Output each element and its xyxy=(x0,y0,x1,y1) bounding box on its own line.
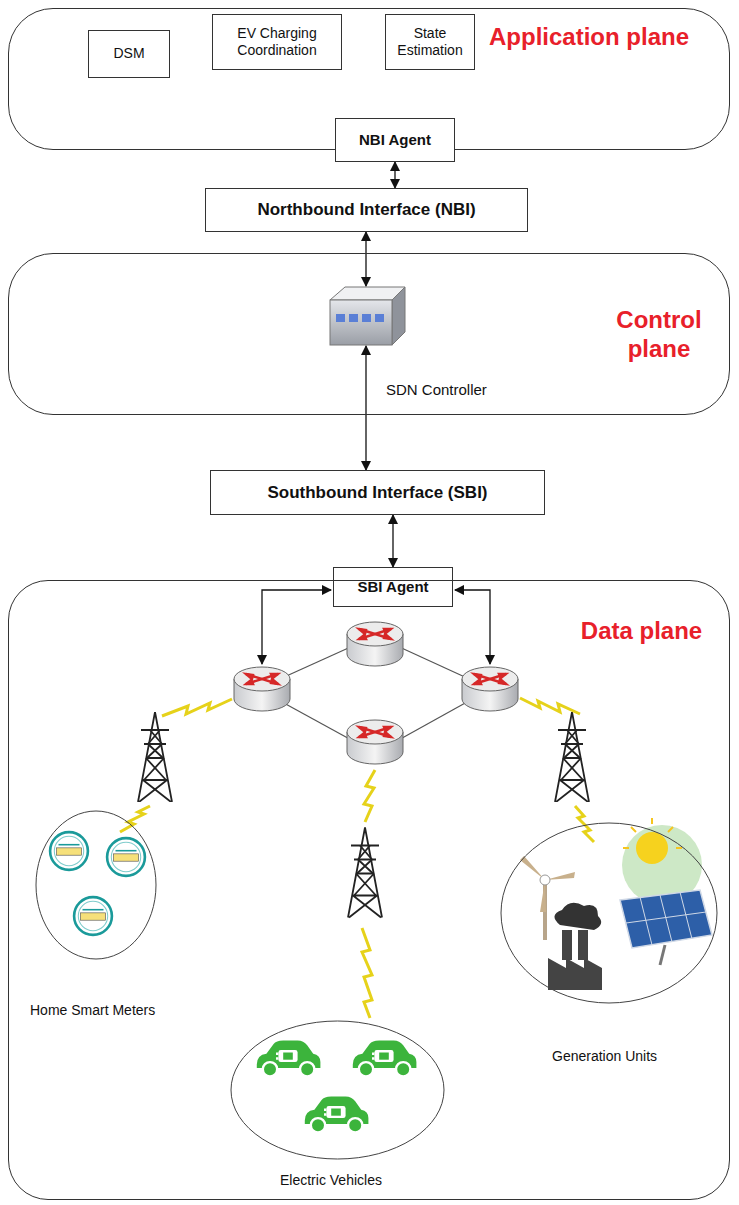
ellipse-outline xyxy=(230,1020,445,1160)
smart-meters xyxy=(50,832,145,935)
drawing-part xyxy=(676,847,682,849)
plane-title: Application plane xyxy=(489,23,689,52)
generation-units xyxy=(520,818,712,990)
drawing-part xyxy=(626,892,706,945)
drawing-part xyxy=(548,958,602,990)
drawing-part xyxy=(520,698,580,714)
drawing-part xyxy=(395,645,467,678)
plane-title: Data plane xyxy=(554,617,729,646)
ellipse-outline xyxy=(500,822,718,1004)
drawing-part xyxy=(364,770,375,822)
drawing-part xyxy=(348,828,382,918)
node-label: Generation Units xyxy=(552,1048,657,1064)
drawing-part xyxy=(262,590,331,664)
drawing-part xyxy=(660,945,665,965)
electric-vehicles xyxy=(257,1041,417,1133)
drawing-part xyxy=(74,897,112,935)
routers xyxy=(234,622,518,764)
device-group: Generation Units xyxy=(500,822,718,1004)
drawing-part xyxy=(347,720,403,764)
drawing-part xyxy=(282,645,355,678)
app-box: DSM xyxy=(88,30,170,78)
drawing-part xyxy=(578,930,588,960)
node-label: EV Charging Coordination xyxy=(219,25,335,60)
node-label: SDN Controller xyxy=(386,381,487,398)
drawing-part xyxy=(349,314,358,322)
app-box: EV Charging Coordination xyxy=(212,14,342,70)
node-label: DSM xyxy=(113,45,144,63)
drawing-part xyxy=(162,699,232,716)
agent-box: NBI Agent xyxy=(335,118,455,162)
drawing-part xyxy=(375,314,384,322)
interface-box: Northbound Interface (NBI) xyxy=(205,188,528,232)
drawing-part xyxy=(455,590,490,664)
drawing-part xyxy=(257,1041,321,1077)
node-label: Southbound Interface (SBI) xyxy=(267,482,487,503)
ellipse-outline xyxy=(35,810,157,960)
server-icon xyxy=(330,287,405,345)
node-label: State Estimation xyxy=(392,25,468,60)
agent-box: SBI Agent xyxy=(333,567,453,607)
drawing-part xyxy=(347,622,403,666)
node-label: Home Smart Meters xyxy=(30,1002,155,1018)
drawing-part xyxy=(651,818,653,824)
ellipse-shape xyxy=(36,811,156,959)
device-group: Home Smart Meters xyxy=(35,810,157,960)
drawing-part xyxy=(620,890,712,948)
drawing-part xyxy=(305,1097,369,1133)
drawing-part xyxy=(107,838,145,876)
drawing-part xyxy=(395,702,467,742)
drawing-part xyxy=(668,827,673,832)
interface-box: Southbound Interface (SBI) xyxy=(210,470,545,515)
plane-band: Control planeSDN Controller xyxy=(8,253,730,415)
drawing-part xyxy=(623,818,682,848)
connector-arrow xyxy=(394,162,395,188)
plane-title: Control plane xyxy=(599,306,719,364)
drawing-part xyxy=(362,314,371,322)
plane-band: Data planeHome Smart MetersElectric Vehi… xyxy=(8,580,730,1200)
drawing-part xyxy=(336,314,345,322)
connector-arrow xyxy=(392,515,393,567)
drawing-part xyxy=(392,287,405,345)
ellipse-shape xyxy=(231,1021,444,1159)
drawing-part xyxy=(562,930,572,960)
drawing-part xyxy=(626,912,706,923)
app-box: State Estimation xyxy=(385,14,475,70)
sdn-controller: SDN Controller xyxy=(330,286,402,346)
node-label: Northbound Interface (NBI) xyxy=(257,199,475,220)
node-label: Electric Vehicles xyxy=(280,1172,382,1188)
ellipse-shape xyxy=(501,823,717,1003)
connector-arrow xyxy=(365,232,366,286)
node-label: NBI Agent xyxy=(359,131,431,150)
connector-arrow xyxy=(365,346,366,470)
node-label: SBI Agent xyxy=(357,578,428,597)
drawing-part xyxy=(362,928,372,1018)
drawing-part xyxy=(50,832,88,870)
drawing-part xyxy=(282,702,355,742)
drawing-part xyxy=(138,712,172,802)
drawing-part xyxy=(234,667,290,711)
drawing-part xyxy=(353,1041,417,1077)
drawing-part xyxy=(636,832,668,864)
drawing-part xyxy=(623,847,629,849)
drawing-part xyxy=(555,712,589,802)
towers xyxy=(138,712,589,918)
device-group: Electric Vehicles xyxy=(230,1020,445,1160)
drawing-part xyxy=(554,903,601,930)
drawing-part xyxy=(540,875,550,885)
drawing-part xyxy=(462,667,518,711)
drawing-part xyxy=(631,827,636,832)
drawing-part xyxy=(330,300,392,345)
